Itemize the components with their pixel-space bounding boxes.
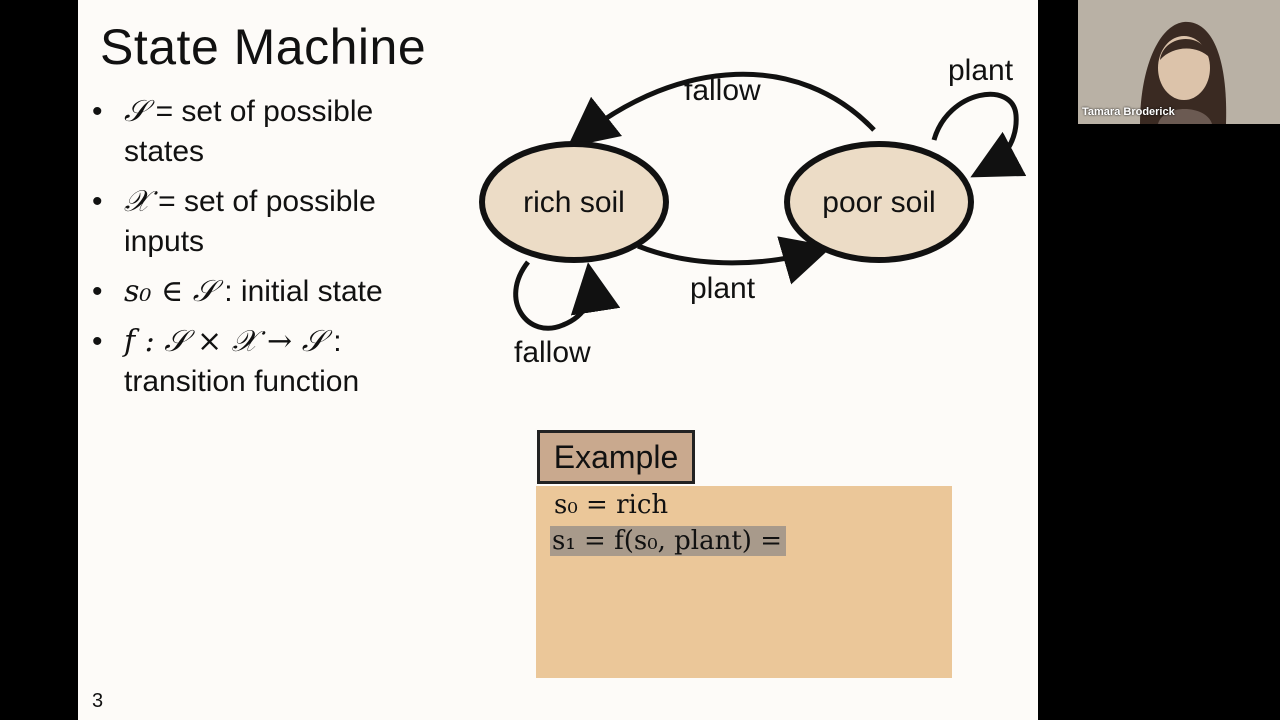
self-loop-fallow-arrow bbox=[513, 260, 621, 331]
self-loop-label-fallow: fallow bbox=[514, 336, 591, 369]
edge-label-fallow-top: fallow bbox=[684, 74, 761, 107]
participant-name: Tamara Broderick bbox=[1082, 106, 1175, 118]
bullet-symbol: 𝒮 bbox=[124, 94, 148, 129]
state-label-rich-soil: rich soil bbox=[523, 186, 625, 219]
bullet-symbol: f : 𝒮 × 𝒳 → 𝒮 bbox=[124, 324, 325, 359]
page-number: 3 bbox=[92, 690, 104, 712]
bullet-item: • f : 𝒮 × 𝒳 → 𝒮 : transition function bbox=[90, 322, 420, 402]
participant-avatar bbox=[1078, 0, 1280, 124]
example-header: Example bbox=[537, 430, 695, 484]
bullet-text: = set of possible inputs bbox=[124, 185, 376, 258]
edge-label-plant-bottom: plant bbox=[690, 272, 756, 305]
state-label-poor-soil: poor soil bbox=[822, 186, 935, 219]
bullet-item: • s₀ ∈ 𝒮 : initial state bbox=[90, 272, 420, 312]
bullet-icon: • bbox=[92, 185, 103, 218]
state-diagram: fallow plant fallow plant rich soil poor… bbox=[479, 54, 1027, 369]
bullet-text: : initial state bbox=[215, 275, 383, 308]
self-loop-plant-arrow bbox=[931, 91, 1027, 178]
edge-plant-arrow bbox=[637, 236, 833, 285]
bullet-icon: • bbox=[92, 275, 103, 308]
state-rich-soil bbox=[479, 141, 669, 263]
state-poor-soil bbox=[784, 141, 974, 263]
slide: State Machine • 𝒮 = set of possible stat… bbox=[78, 0, 1038, 720]
webcam-tile[interactable]: Tamara Broderick bbox=[1078, 0, 1280, 124]
example-line-transition: s₁ = f(s₀, plant) = bbox=[550, 526, 786, 556]
slide-title: State Machine bbox=[100, 19, 427, 75]
bullet-text: : transition function bbox=[124, 325, 360, 398]
bullet-item: • 𝒮 = set of possible states bbox=[90, 92, 420, 172]
example-line-initial-state: s₀ = rich bbox=[554, 490, 669, 520]
example-box: s₀ = rich s₁ = f(s₀, plant) = bbox=[536, 486, 952, 678]
edge-fallow-arrow bbox=[567, 71, 876, 148]
bullet-list: • 𝒮 = set of possible states • 𝒳 = set o… bbox=[90, 92, 420, 412]
bullet-icon: • bbox=[92, 95, 103, 128]
bullet-symbol: s₀ ∈ 𝒮 bbox=[124, 274, 216, 309]
bullet-symbol: 𝒳 bbox=[124, 184, 150, 219]
bullet-item: • 𝒳 = set of possible inputs bbox=[90, 182, 420, 262]
bullet-text: = set of possible states bbox=[124, 95, 374, 168]
self-loop-label-plant: plant bbox=[948, 54, 1014, 87]
bullet-icon: • bbox=[92, 325, 103, 358]
